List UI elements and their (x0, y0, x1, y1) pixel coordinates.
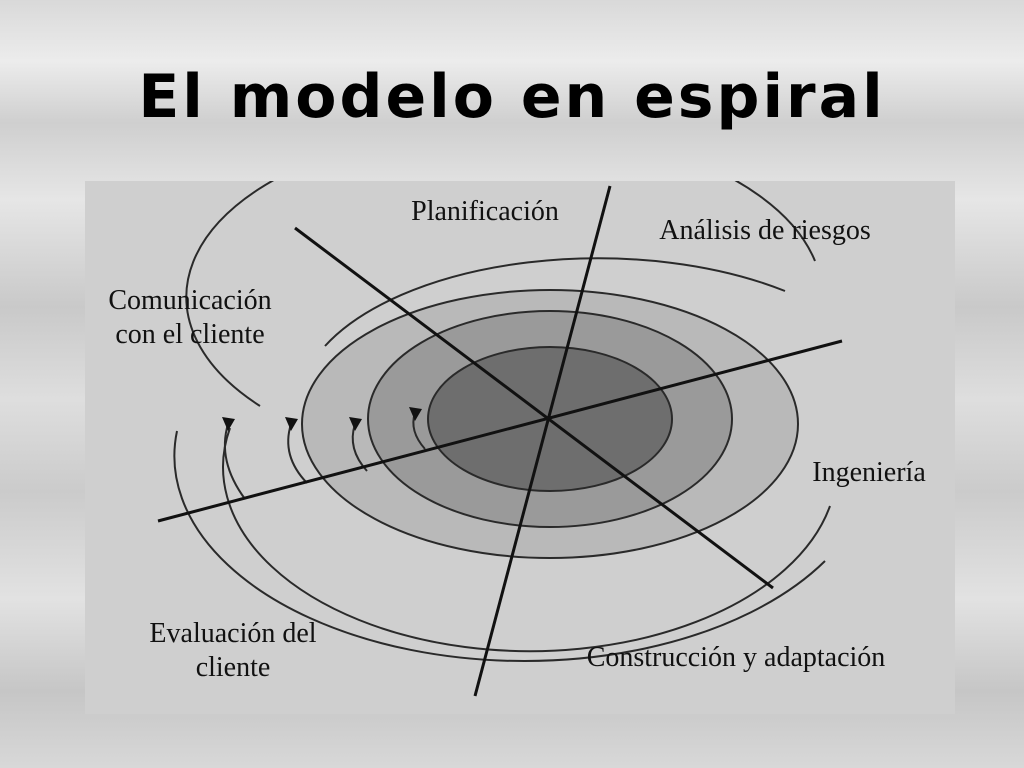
label-comunicacion-line1: Comunicación (108, 285, 272, 316)
spiral-arc-1 (185, 181, 816, 407)
label-comunicacion-line2: con el cliente (115, 319, 265, 350)
spiral-diagram-panel: Planificación Análisis de riesgos Comuni… (85, 181, 955, 714)
arrowhead-4 (409, 407, 422, 421)
return-arc-2 (287, 423, 308, 484)
slide-title: El modelo en espiral (138, 62, 886, 132)
axis-line-vertical (473, 185, 612, 697)
spiral-diagram (157, 181, 843, 697)
arrowhead-1 (222, 417, 235, 431)
label-evaluacion: Evaluación del cliente (123, 617, 343, 685)
arrowhead-3 (349, 417, 362, 431)
label-ingenieria: Ingeniería (812, 457, 926, 488)
label-evaluacion-line1: Evaluación del (149, 618, 317, 649)
label-evaluacion-line2: cliente (195, 652, 271, 683)
label-analisis-riesgos: Análisis de riesgos (659, 215, 871, 246)
arrowhead-2 (285, 417, 298, 431)
spiral-arc-4 (324, 257, 786, 347)
label-comunicacion: Comunicación con el cliente (85, 284, 295, 352)
label-construccion: Construcción y adaptación (586, 642, 886, 673)
axis-line-horizontal (157, 339, 843, 523)
axis-line-diagonal (294, 226, 774, 590)
spiral-arc-3 (173, 430, 826, 662)
return-arc-1 (223, 423, 246, 500)
label-planificacion: Planificación (411, 196, 559, 227)
spiral-arc-2 (222, 427, 831, 653)
